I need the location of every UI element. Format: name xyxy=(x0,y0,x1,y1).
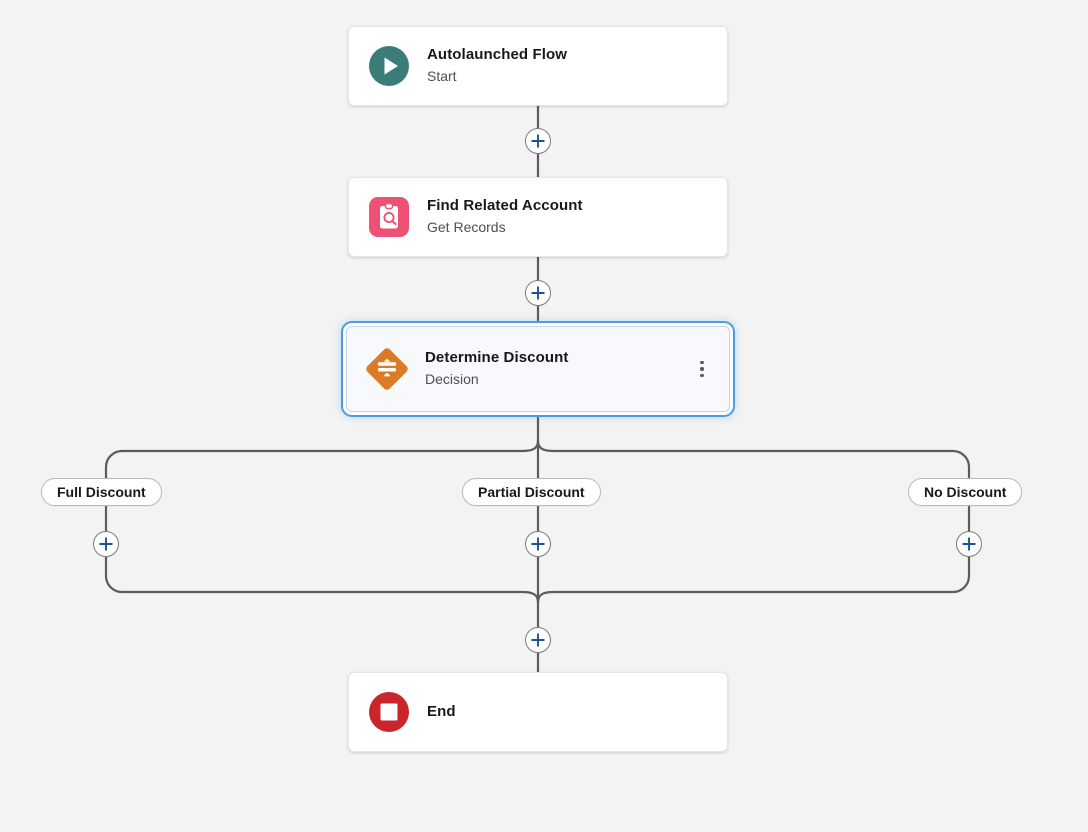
node-title: Autolaunched Flow xyxy=(427,46,568,64)
add-element-button-get-to-decision[interactable] xyxy=(525,280,551,306)
connector-split-right xyxy=(536,439,971,480)
node-title: Determine Discount xyxy=(425,349,569,367)
flow-node-decision[interactable]: Determine Discount Decision xyxy=(346,326,730,412)
branch-label-partial-discount[interactable]: Partial Discount xyxy=(462,478,601,506)
branch-label-text: No Discount xyxy=(924,484,1007,500)
node-overflow-menu-button[interactable] xyxy=(689,353,715,385)
branch-label-full-discount[interactable]: Full Discount xyxy=(41,478,162,506)
connector-split-left xyxy=(104,439,540,480)
branch-label-text: Full Discount xyxy=(57,484,146,500)
node-subtitle: Get Records xyxy=(427,219,506,236)
add-element-button-partial-discount[interactable] xyxy=(525,531,551,557)
node-title: Find Related Account xyxy=(427,197,583,215)
node-title: End xyxy=(427,702,456,720)
flow-node-end[interactable]: End xyxy=(348,672,728,752)
flow-node-start[interactable]: Autolaunched Flow Start xyxy=(348,26,728,106)
node-text-block: Autolaunched Flow Start xyxy=(427,46,709,85)
connector-merge-left xyxy=(104,555,540,604)
play-icon xyxy=(367,44,411,88)
stop-icon xyxy=(367,690,411,734)
menu-dot xyxy=(700,367,704,371)
flow-node-get-records[interactable]: Find Related Account Get Records xyxy=(348,177,728,257)
branch-label-text: Partial Discount xyxy=(478,484,585,500)
menu-dot xyxy=(700,360,704,365)
decision-diamond-icon xyxy=(365,347,409,391)
node-text-block: Find Related Account Get Records xyxy=(427,197,709,236)
branch-label-no-discount[interactable]: No Discount xyxy=(908,478,1023,506)
menu-dot xyxy=(700,373,704,378)
add-element-button-merge-to-end[interactable] xyxy=(525,627,551,653)
node-subtitle: Decision xyxy=(425,371,479,388)
connector-merge-right xyxy=(536,555,971,604)
add-element-button-full-discount[interactable] xyxy=(93,531,119,557)
add-element-button-no-discount[interactable] xyxy=(956,531,982,557)
node-text-block: Determine Discount Decision xyxy=(425,349,689,388)
add-element-button-start-to-get[interactable] xyxy=(525,128,551,154)
clipboard-search-icon xyxy=(367,195,411,239)
node-text-block: End xyxy=(427,703,709,722)
node-subtitle: Start xyxy=(427,68,457,85)
